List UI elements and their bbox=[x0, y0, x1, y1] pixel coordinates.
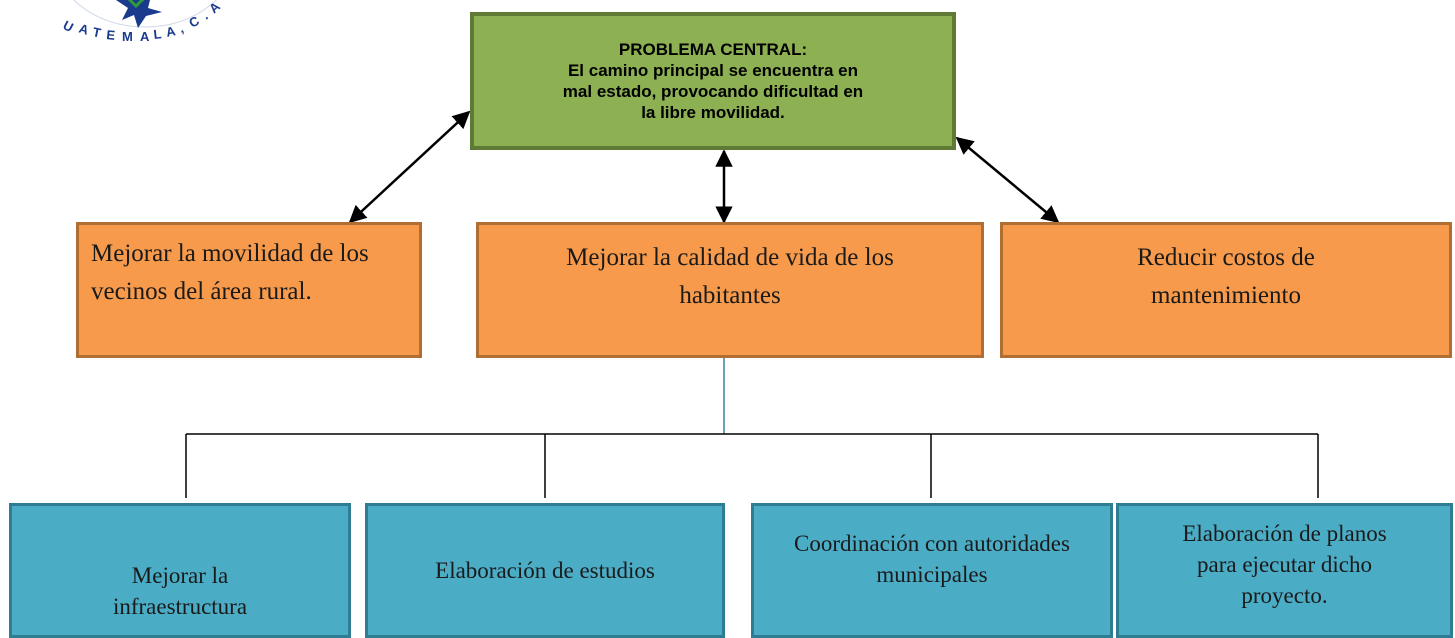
svg-text:,: , bbox=[177, 20, 186, 35]
central-problem-title: PROBLEMA CENTRAL: bbox=[618, 40, 808, 59]
seal-star-icon bbox=[116, 0, 162, 28]
arrow-right bbox=[955, 136, 1060, 224]
action-text: Elaboración de planos para ejecutar dich… bbox=[1182, 521, 1387, 608]
objective-text: Mejorar la movilidad de los vecinos del … bbox=[91, 240, 369, 305]
objective-text: Mejorar la calidad de vida de los habita… bbox=[566, 244, 894, 309]
arrow-left bbox=[348, 110, 471, 224]
objective-box-3: Reducir costos de mantenimiento bbox=[1000, 222, 1452, 358]
central-problem-line: la libre movilidad. bbox=[641, 103, 785, 122]
svg-text:A: A bbox=[140, 29, 150, 44]
action-text: Elaboración de estudios bbox=[435, 558, 655, 583]
action-text: Coordinación con autoridades municipales bbox=[794, 530, 1070, 587]
svg-text:T: T bbox=[91, 24, 102, 40]
objective-box-2: Mejorar la calidad de vida de los habita… bbox=[476, 222, 984, 358]
svg-text:A: A bbox=[165, 23, 178, 40]
central-problem-box: PROBLEMA CENTRAL: El camino principal se… bbox=[470, 12, 956, 150]
objective-text: Reducir costos de mantenimiento bbox=[1137, 244, 1315, 309]
svg-text:L: L bbox=[153, 26, 163, 42]
central-problem-line: El camino principal se encuentra en bbox=[567, 61, 859, 80]
objective-box-1: Mejorar la movilidad de los vecinos del … bbox=[76, 222, 422, 358]
svg-text:E: E bbox=[106, 27, 117, 43]
action-text: Mejorar la infraestructura bbox=[112, 562, 248, 619]
action-box-1: Mejorar la infraestructura bbox=[9, 503, 351, 638]
central-problem-line: mal estado, provocando dificultad en bbox=[562, 82, 864, 101]
svg-text:M: M bbox=[122, 29, 133, 44]
action-box-4: Elaboración de planos para ejecutar dich… bbox=[1116, 503, 1453, 638]
svg-text:.: . bbox=[199, 8, 211, 22]
action-box-3: Coordinación con autoridades municipales bbox=[751, 503, 1113, 638]
logo-seal: U A T E M A L A , C . A bbox=[61, 0, 223, 44]
action-box-2: Elaboración de estudios bbox=[365, 503, 725, 638]
